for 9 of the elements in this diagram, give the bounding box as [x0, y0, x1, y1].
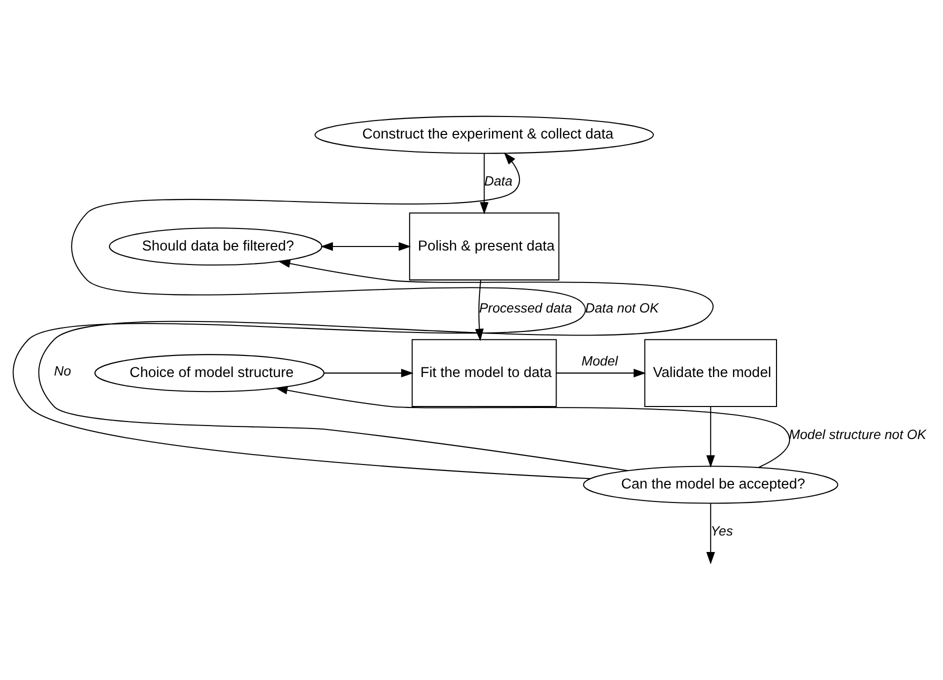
node-ellipse: Construct the experiment & collect data	[314, 116, 654, 154]
arrow	[706, 503, 714, 564]
edge-label: Data	[484, 174, 512, 189]
arrow	[320, 242, 411, 251]
node-ellipse: Should data be filtered?	[108, 227, 322, 266]
arrow	[479, 153, 488, 214]
edge-label: Yes	[710, 524, 732, 539]
edge-label: Model structure not OK	[788, 426, 926, 442]
node-ellipse: Can the model be accepted?	[582, 466, 838, 504]
